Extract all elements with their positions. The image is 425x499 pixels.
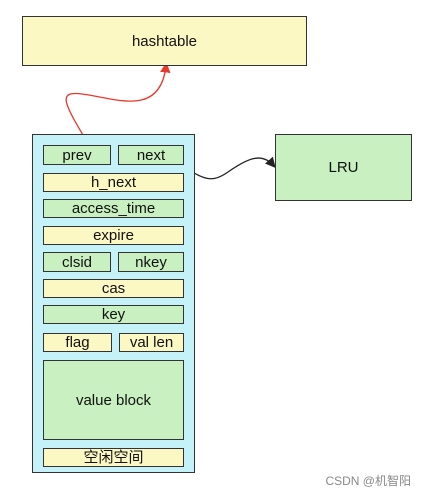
field-prev: prev <box>43 145 111 165</box>
field-val-len-label: val len <box>129 334 174 351</box>
field-flag: flag <box>43 333 112 352</box>
field-next: next <box>118 145 184 165</box>
hashtable-node: hashtable <box>22 16 307 66</box>
hash-link-edge <box>65 62 171 183</box>
hashtable-label: hashtable <box>131 32 198 50</box>
field-value-block: value block <box>43 360 184 440</box>
field-prev-label: prev <box>62 146 92 164</box>
field-clsid: clsid <box>43 252 111 272</box>
lru-label: LRU <box>328 159 359 176</box>
field-next-label: next <box>136 146 166 164</box>
field-cas: cas <box>43 279 184 298</box>
field-cas-label: cas <box>101 280 126 297</box>
lru-link-edge <box>183 156 276 180</box>
field-h-next-label: h_next <box>90 174 137 191</box>
lru-node: LRU <box>275 134 412 201</box>
field-expire-label: expire <box>93 227 134 244</box>
field-access-time: access_time <box>43 199 184 218</box>
watermark: CSDN @机智阳 <box>325 474 411 488</box>
field-key-label: key <box>101 306 126 323</box>
field-flag-label: flag <box>65 334 90 351</box>
field-value-block-label: value block <box>75 391 152 409</box>
field-expire: expire <box>43 226 184 245</box>
field-key: key <box>43 305 184 324</box>
field-clsid-label: clsid <box>61 253 92 271</box>
field-nkey-label: nkey <box>135 253 167 271</box>
field-h-next: h_next <box>43 173 184 192</box>
field-free-space-label: 空闲空间 <box>83 449 144 466</box>
field-free-space: 空闲空间 <box>43 448 184 467</box>
field-nkey: nkey <box>118 252 184 272</box>
field-access-time-label: access_time <box>71 200 156 217</box>
field-val-len: val len <box>119 333 184 352</box>
